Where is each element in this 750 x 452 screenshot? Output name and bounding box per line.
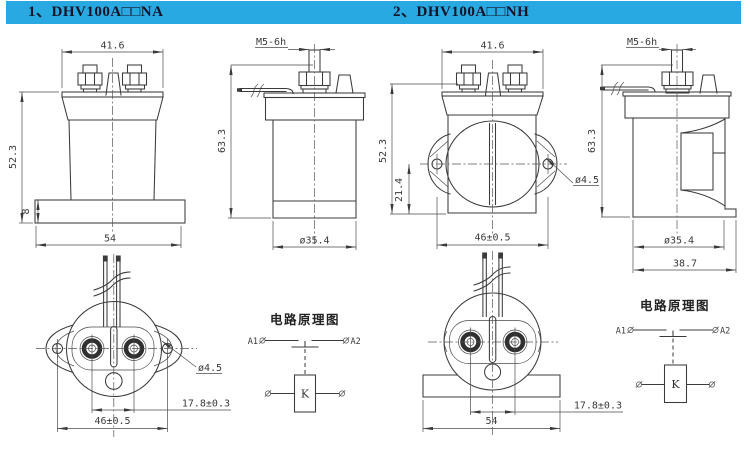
dim-nh-side-diameter: ø35.4 (664, 236, 694, 247)
circuit-title: 电路原理图 (270, 312, 340, 327)
view-na-front: 41.6 52.3 8 54 (8, 41, 186, 248)
contact-bridge (291, 340, 319, 348)
terminal-label-a1: A1 (616, 327, 626, 337)
coil-label: K (301, 388, 310, 401)
terminal-stud-right (502, 64, 528, 93)
dim-nh-front-height: 52.3 (378, 139, 389, 163)
dim-nh-bottom-base-width: 54 (485, 416, 497, 427)
dim-nh-front-hole-offset: 21.4 (394, 178, 405, 202)
dim-nh-front-hole-diameter: ø4.5 (575, 175, 599, 186)
coil-terminal-right (709, 381, 715, 388)
dim-na-front-top-width: 41.6 (100, 41, 124, 52)
coil-terminal-cone (699, 74, 718, 94)
thread-callout-nh: M5-6h (627, 37, 657, 48)
coil-terminal-left (636, 381, 642, 388)
contact-bridge (659, 330, 687, 338)
view-na-bottom: ø4.5 17.8±0.3 46±0.5 (36, 254, 231, 437)
dim-na-front-height: 52.3 (8, 145, 19, 169)
center-post (105, 72, 122, 96)
terminal-stud-left (77, 64, 103, 93)
dim-na-bottom-terminal-spacing: 17.8±0.3 (182, 399, 230, 410)
terminal-stud-right (121, 64, 148, 93)
circuit-title: 电路原理图 (640, 298, 710, 313)
dim-nh-front-top-width: 41.6 (480, 41, 504, 52)
coil-wire-lead (600, 81, 656, 96)
coil-terminal-right (339, 390, 345, 397)
terminal-circle-a2 (343, 337, 349, 344)
circuit-diagram-na: 电路原理图 A1 A2 K (248, 312, 361, 413)
dim-na-bottom-hole-diameter: ø4.5 (198, 363, 222, 374)
coil-wires (93, 255, 131, 328)
dim-na-side-height: 63.3 (217, 129, 228, 153)
coil-terminal-left (265, 390, 271, 397)
view-nh-side: M5-6h 63.3 ø35.4 38.7 (587, 37, 737, 273)
dim-nh-bottom-terminal-spacing: 17.8±0.3 (574, 401, 622, 412)
dim-nh-front-hole-spacing: 46±0.5 (474, 233, 510, 244)
coil-label: K (671, 378, 680, 391)
view-na-side: M5-6h 63.3 ø35.4 (217, 37, 366, 250)
section-1-title: 1、DHV100A□□NA (28, 4, 164, 20)
center-post (484, 72, 502, 96)
terminal-stud-left (455, 64, 482, 93)
circuit-diagram-nh: 电路原理图 A1 A2 K (616, 298, 730, 404)
section-header-bar: 1、DHV100A□□NA 2、DHV100A□□NH (6, 1, 741, 24)
coil-wire-lead (237, 83, 294, 98)
view-nh-bottom: 17.8±0.3 54 (422, 251, 623, 435)
flange-side-profile (680, 118, 726, 207)
view-nh-front: 41.6 52.3 21.4 46±0.5 ø4.5 (378, 41, 599, 249)
dim-na-front-base-width: 54 (104, 234, 116, 245)
terminal-circle-a2 (712, 327, 719, 333)
dim-na-bottom-hole-spacing: 46±0.5 (94, 416, 130, 427)
dim-nh-side-height: 63.3 (587, 129, 598, 153)
coil-box (663, 364, 688, 404)
thread-callout-na: M5-6h (256, 37, 286, 48)
dim-nh-side-flange-width: 38.7 (673, 259, 697, 270)
terminal-label-a1: A1 (248, 337, 258, 347)
section-2-title: 2、DHV100A□□NH (393, 4, 530, 20)
terminal-stud (661, 49, 694, 94)
dim-na-side-diameter: ø35.4 (299, 236, 329, 247)
terminal-label-a2: A2 (720, 327, 730, 337)
coil-terminal-cone (335, 74, 354, 94)
dim-na-front-base-height: 8 (21, 208, 32, 214)
terminal-label-a2: A2 (351, 337, 361, 347)
coil-wires (473, 252, 511, 318)
